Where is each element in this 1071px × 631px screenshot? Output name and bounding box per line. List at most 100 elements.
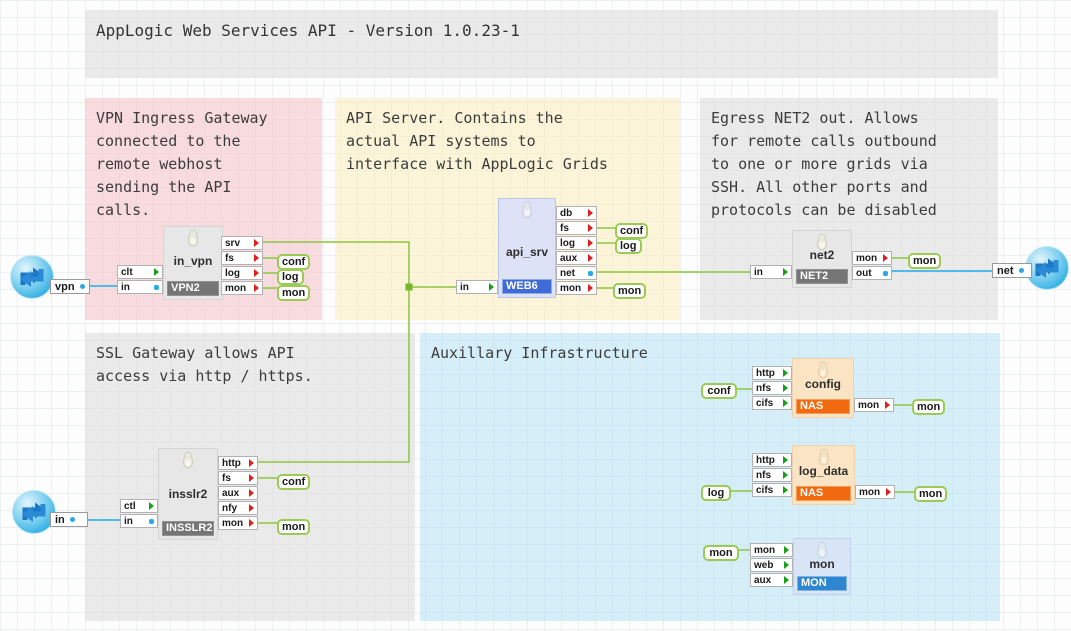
io-terminal-net[interactable]: net (992, 263, 1032, 278)
port-cifs[interactable]: cifs (752, 396, 792, 410)
port-http[interactable]: http (752, 453, 792, 467)
terminal-log[interactable]: log (701, 485, 731, 501)
terminal-log[interactable]: log (615, 238, 642, 254)
io-terminal-vpn[interactable]: vpn (50, 279, 90, 294)
port-clt[interactable]: clt (117, 265, 163, 279)
sync-arrows-icon (12, 490, 56, 534)
blue-dot-icon (883, 270, 888, 276)
component-class-label: WEB6 (502, 279, 552, 294)
port-mon[interactable]: mon (221, 281, 263, 295)
port-log[interactable]: log (556, 236, 597, 250)
component-log-data[interactable]: log_data NAS (792, 445, 855, 505)
red-arrow-icon (588, 224, 593, 232)
component-class-label: NET2 (796, 269, 848, 284)
region-title[interactable]: AppLogic Web Services API - Version 1.0.… (85, 10, 998, 78)
port-fs[interactable]: fs (556, 221, 597, 235)
component-class-label: NAS (796, 486, 851, 501)
red-arrow-icon (588, 239, 593, 247)
port-out[interactable]: out (852, 266, 892, 280)
port-mon[interactable]: mon (852, 251, 892, 265)
terminal-log[interactable]: log (277, 269, 304, 285)
terminal-mon[interactable]: mon (703, 545, 739, 561)
port-aux[interactable]: aux (750, 573, 793, 587)
component-in-vpn[interactable]: in_vpn VPN2 (163, 226, 223, 300)
port-mon[interactable]: mon (854, 398, 894, 412)
port-http[interactable]: http (752, 366, 792, 380)
blue-dot-icon (154, 284, 159, 290)
red-arrow-icon (254, 254, 259, 262)
port-nfs[interactable]: nfs (752, 381, 792, 395)
terminal-mon[interactable]: mon (912, 399, 946, 415)
port-in[interactable]: in (120, 514, 158, 528)
port-srv[interactable]: srv (221, 236, 263, 250)
red-arrow-icon (886, 488, 891, 496)
red-arrow-icon (249, 504, 254, 512)
region-auxillary[interactable]: Auxillary Infrastructure (420, 333, 1000, 621)
tux-penguin-icon (182, 451, 194, 469)
port-web[interactable]: web (750, 558, 793, 572)
green-arrow-icon (149, 502, 154, 510)
region-ssl-gateway-text: SSL Gateway allows API access via http /… (96, 344, 313, 385)
terminal-conf[interactable]: conf (277, 474, 311, 490)
green-arrow-icon (783, 456, 788, 464)
component-class-label: MON (797, 576, 847, 591)
tux-penguin-icon (817, 361, 829, 379)
terminal-conf[interactable]: conf (615, 223, 649, 239)
port-fs[interactable]: fs (221, 251, 263, 265)
port-cifs[interactable]: cifs (752, 483, 792, 497)
external-gateway-vpn-icon[interactable] (9, 254, 55, 300)
red-arrow-icon (254, 284, 259, 292)
external-gateway-in-icon[interactable] (11, 489, 57, 535)
green-arrow-icon (784, 576, 789, 584)
red-arrow-icon (254, 239, 259, 247)
terminal-mon[interactable]: mon (277, 519, 311, 535)
port-mon[interactable]: mon (855, 485, 895, 499)
red-arrow-icon (249, 489, 254, 497)
terminal-mon[interactable]: mon (914, 486, 948, 502)
red-arrow-icon (249, 459, 254, 467)
component-config[interactable]: config NAS (792, 358, 854, 418)
port-mon[interactable]: mon (218, 516, 258, 530)
terminal-conf[interactable]: conf (277, 254, 311, 270)
red-arrow-icon (885, 401, 890, 409)
green-arrow-icon (784, 561, 789, 569)
port-mon[interactable]: mon (556, 281, 597, 295)
terminal-conf[interactable]: conf (701, 383, 737, 399)
port-in[interactable]: in (750, 265, 792, 279)
red-arrow-icon (249, 474, 254, 482)
port-mon[interactable]: mon (750, 543, 793, 557)
green-arrow-icon (154, 268, 159, 276)
port-in[interactable]: in (456, 280, 498, 294)
component-mon[interactable]: mon MON (793, 538, 851, 595)
port-log[interactable]: log (221, 266, 263, 280)
component-api-srv[interactable]: api_srv WEB6 (498, 198, 556, 298)
port-in[interactable]: in (117, 280, 163, 294)
tux-penguin-icon (521, 201, 533, 219)
port-nfy[interactable]: nfy (218, 501, 258, 515)
component-net2[interactable]: net2 NET2 (792, 230, 852, 288)
blue-dot-icon (1018, 268, 1024, 273)
tux-penguin-icon (187, 229, 199, 247)
terminal-mon[interactable]: mon (277, 285, 311, 301)
component-name: in_vpn (173, 254, 213, 268)
page-title: AppLogic Web Services API - Version 1.0.… (96, 21, 520, 40)
port-aux[interactable]: aux (556, 251, 597, 265)
port-http[interactable]: http (218, 456, 258, 470)
tux-penguin-icon (818, 448, 829, 466)
io-terminal-in[interactable]: in (50, 512, 88, 527)
port-fs[interactable]: fs (218, 471, 258, 485)
port-net[interactable]: net (556, 266, 597, 280)
red-arrow-icon (588, 209, 593, 217)
terminal-mon[interactable]: mon (613, 283, 647, 299)
port-aux[interactable]: aux (218, 486, 258, 500)
blue-dot-icon (588, 270, 593, 276)
port-ctl[interactable]: ctl (120, 499, 158, 513)
component-class-label: NAS (796, 399, 850, 414)
terminal-mon[interactable]: mon (908, 253, 942, 269)
port-nfs[interactable]: nfs (752, 468, 792, 482)
green-arrow-icon (783, 384, 788, 392)
port-db[interactable]: db (556, 206, 597, 220)
green-arrow-icon (783, 399, 788, 407)
component-insslr2[interactable]: insslr2 INSSLR2 (158, 448, 218, 540)
red-arrow-icon (883, 254, 888, 262)
